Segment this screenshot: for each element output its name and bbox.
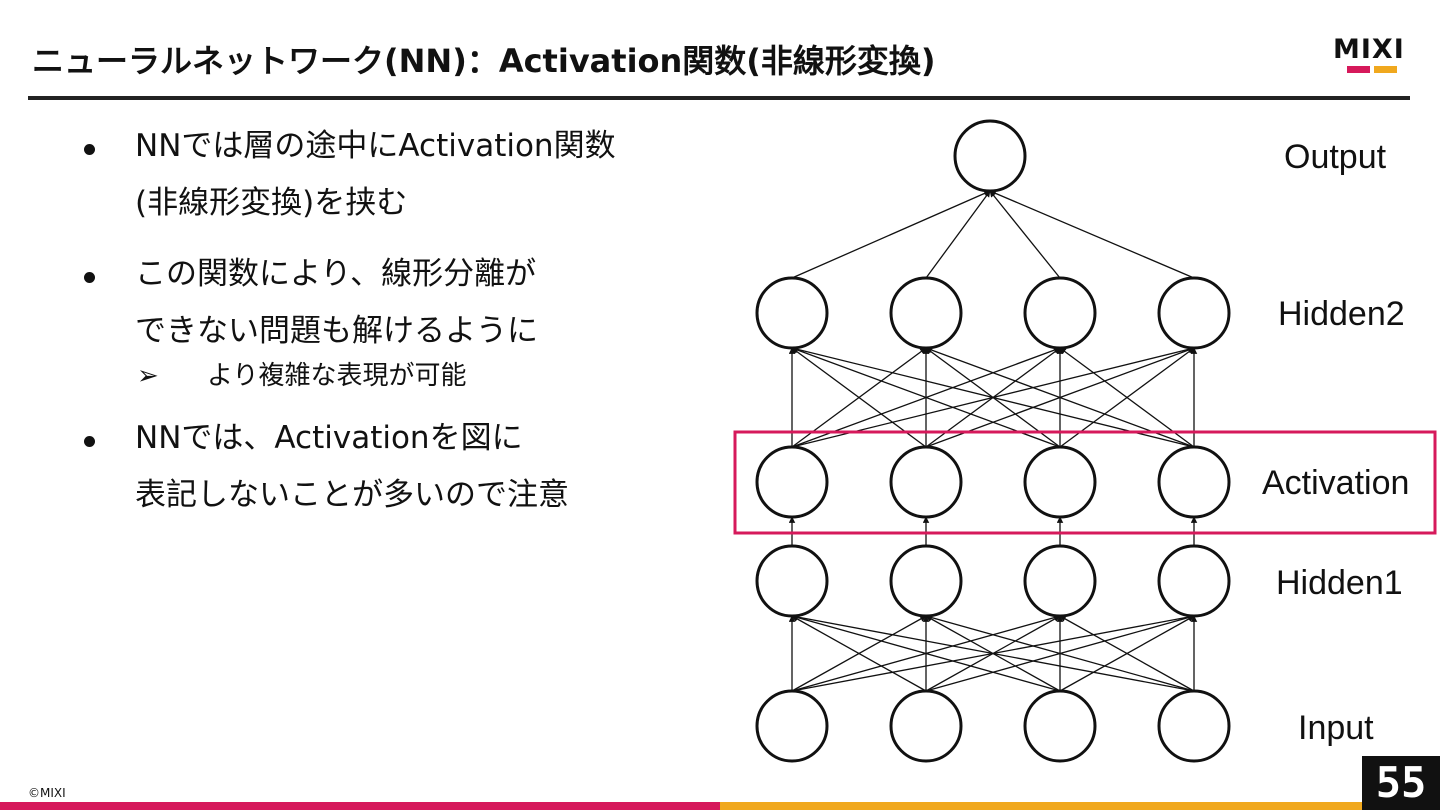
node-input (1023, 689, 1097, 763)
edge-input-hidden1 (791, 614, 1061, 692)
layer-label-hidden1: Hidden1 (1276, 564, 1403, 602)
bullet-line: できない問題も解けるように (135, 313, 538, 349)
bullet-list: NNでは層の途中にActivation関数 (非線形変換)を挟む この関数により… (80, 118, 720, 538)
node-hidden2 (1157, 276, 1231, 350)
network-edges (788, 190, 1198, 692)
bullet-item: NNでは、Activationを図に 表記しないことが多いので注意 (80, 410, 720, 524)
layer-label-hidden2: Hidden2 (1278, 295, 1405, 333)
mixi-logo: MIXI (1333, 36, 1411, 76)
layer-label-output: Output (1284, 138, 1387, 176)
arrow-icon: ➢ (137, 361, 159, 391)
node-hidden1 (755, 544, 829, 618)
bullet-line: この関数により、線形分離が (135, 256, 537, 292)
bullet-dot (84, 144, 95, 155)
layer-label-input: Input (1298, 709, 1374, 747)
bullet-line: (非線形変換)を挟む (135, 185, 408, 221)
bullet-line: 表記しないことが多いので注意 (135, 477, 569, 513)
logo-bar-red (1347, 66, 1370, 73)
footer-bar-orange (720, 802, 1440, 810)
logo-bar-orange (1374, 66, 1397, 73)
sub-bullet: ➢ より複雑な表現が可能 (135, 356, 720, 396)
edge-hidden2-output (989, 190, 1061, 279)
node-hidden2 (755, 276, 829, 350)
node-hidden1 (1157, 544, 1231, 618)
node-activation (1023, 445, 1097, 519)
node-input (1157, 689, 1231, 763)
footer-bar-red (0, 802, 720, 810)
node-input (755, 689, 829, 763)
bullet-line: NNでは層の途中にActivation関数 (135, 128, 616, 164)
sub-bullet-text: より複雑な表現が可能 (207, 361, 467, 391)
edge-input-hidden1 (925, 614, 1195, 692)
copyright-text: ©MIXI (28, 786, 66, 800)
bullet-item: NNでは層の途中にActivation関数 (非線形変換)を挟む (80, 118, 720, 232)
node-hidden1 (1023, 544, 1097, 618)
edge-input-hidden1 (1059, 615, 1195, 692)
node-output (953, 119, 1027, 193)
slide-title: ニューラルネットワーク(NN)：Activation関数(非線形変換) (32, 42, 936, 80)
edge-hidden2-output (989, 190, 1195, 279)
logo-wordmark: MIXI (1333, 34, 1405, 65)
activation-highlight-box (733, 430, 1437, 535)
edge-input-hidden1 (791, 613, 1195, 692)
node-input (889, 689, 963, 763)
layer-label-activation: Activation (1262, 464, 1409, 502)
node-hidden2 (889, 276, 963, 350)
edge-hidden2-output (925, 190, 991, 279)
node-activation (889, 445, 963, 519)
node-activation (1157, 445, 1231, 519)
bullet-item: この関数により、線形分離が できない問題も解けるように ➢ より複雑な表現が可能 (80, 246, 720, 396)
page-number: 55 (1362, 756, 1440, 810)
edge-input-hidden1 (791, 615, 927, 692)
bullet-dot (84, 436, 95, 447)
node-hidden2 (1023, 276, 1097, 350)
bullet-dot (84, 272, 95, 283)
bullet-line: NNでは、Activationを図に (135, 420, 523, 456)
title-underline (28, 96, 1410, 100)
edge-hidden2-output (791, 190, 991, 279)
node-hidden1 (889, 544, 963, 618)
node-activation (755, 445, 829, 519)
network-nodes (755, 119, 1231, 763)
